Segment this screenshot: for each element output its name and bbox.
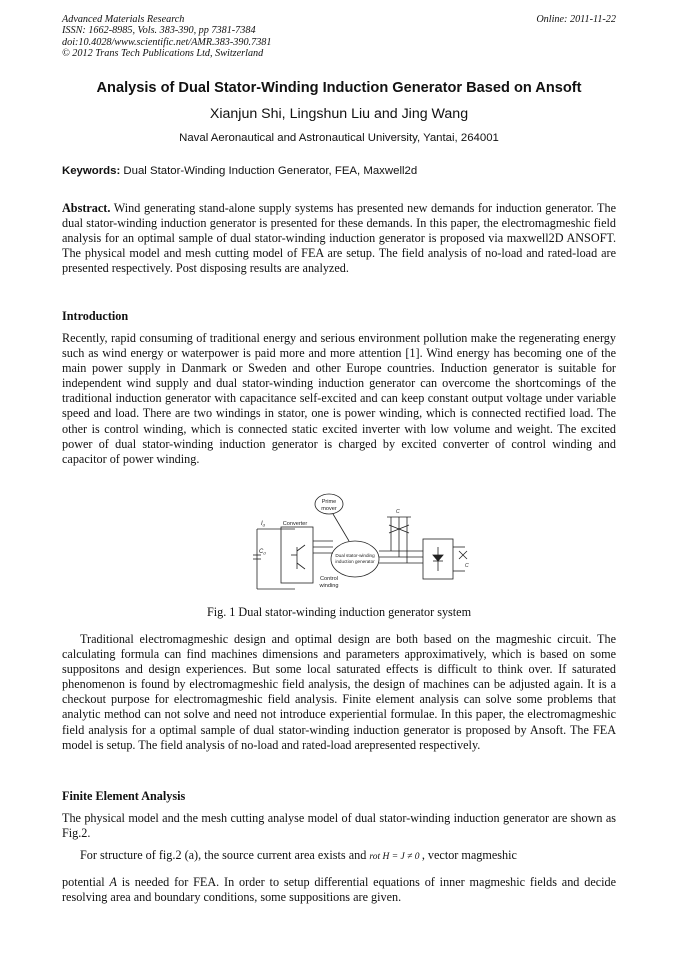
label-control-1: Control (320, 576, 338, 582)
label-c-top: C (396, 509, 400, 515)
prime-mover-shaft (332, 513, 350, 542)
label-control-2: winding (319, 583, 339, 589)
rectifier-diode (432, 554, 444, 562)
keywords-text: Dual Stator-Winding Induction Generator,… (123, 165, 418, 177)
paper-title: Analysis of Dual Stator-Winding Inductio… (96, 80, 582, 96)
load-x2 (458, 550, 468, 560)
introduction-heading: Introduction (62, 309, 129, 323)
fea-p2-start: For structure of fig.2 (a), the source c… (80, 848, 367, 862)
paper-authors: Xianjun Shi, Lingshun Liu and Jing Wang (209, 106, 469, 122)
label-idc: Id (261, 521, 266, 528)
label-prime-mover-1: Prime (322, 499, 337, 505)
fea-paragraph-2: For structure of fig.2 (a), the source c… (62, 848, 616, 865)
label-c-right: C (465, 563, 469, 569)
abstract: Abstract. Wind generating stand-alone su… (62, 201, 616, 276)
abstract-label: Abstract. (62, 201, 111, 215)
abstract-text: Wind generating stand-alone supply syste… (62, 201, 617, 276)
fea-paragraph-1: The physical model and the mesh cutting … (62, 811, 616, 841)
journal-name: Advanced Materials Research (62, 14, 185, 25)
label-generator-1: Dual stator-winding (335, 553, 375, 558)
transistor-collector (296, 544, 306, 552)
fea-heading: Finite Element Analysis (62, 789, 186, 803)
label-prime-mover-2: mover (321, 506, 337, 512)
transistor-emitter (296, 562, 306, 570)
introduction-paragraph-1: Recently, rapid consuming of traditional… (62, 331, 616, 466)
introduction-paragraph-2: Traditional electromagmeshic design and … (62, 632, 616, 752)
doi-line: doi:10.4028/www.scientific.net/AMR.383-3… (62, 36, 272, 48)
fea-p3-end: is needed for FEA. In order to setup dif… (62, 875, 617, 905)
cap-bank-x2 (388, 524, 410, 534)
generator-ellipse (330, 540, 380, 578)
converter-box (280, 526, 314, 584)
fea-p3-start: potential (62, 875, 105, 889)
journal-header: Advanced Materials Research ISSN: 1662-8… (62, 14, 616, 60)
online-date: Online: 2011-11-22 (536, 14, 616, 25)
issn-line: ISSN: 1662-8985, Vols. 383-390, pp 7381-… (62, 25, 256, 37)
label-cd: Cd (259, 549, 266, 556)
equation-rot-h: rot H = J ≠ 0 (369, 852, 420, 862)
vector-a-symbol: A (109, 875, 117, 889)
label-generator-2: induction generator (335, 559, 375, 564)
rectifier-box (422, 538, 454, 580)
figure-1-diagram: Prime mover Converter Dual stator-windin… (253, 493, 469, 590)
keywords: Keywords: Dual Stator-Winding Induction … (62, 165, 417, 177)
label-converter: Converter (283, 521, 308, 527)
keywords-label: Keywords: (62, 165, 121, 177)
paper-affiliation: Naval Aeronautical and Astronautical Uni… (179, 132, 499, 144)
figure-1-caption: Fig. 1 Dual stator-winding induction gen… (206, 605, 472, 619)
copyright-line: © 2012 Trans Tech Publications Ltd, Swit… (62, 48, 264, 60)
prime-mover-ellipse (314, 493, 344, 515)
fea-p2-end: , vector magmeshic (421, 848, 517, 862)
fea-paragraph-3: potential A is needed for FEA. In order … (62, 875, 616, 905)
